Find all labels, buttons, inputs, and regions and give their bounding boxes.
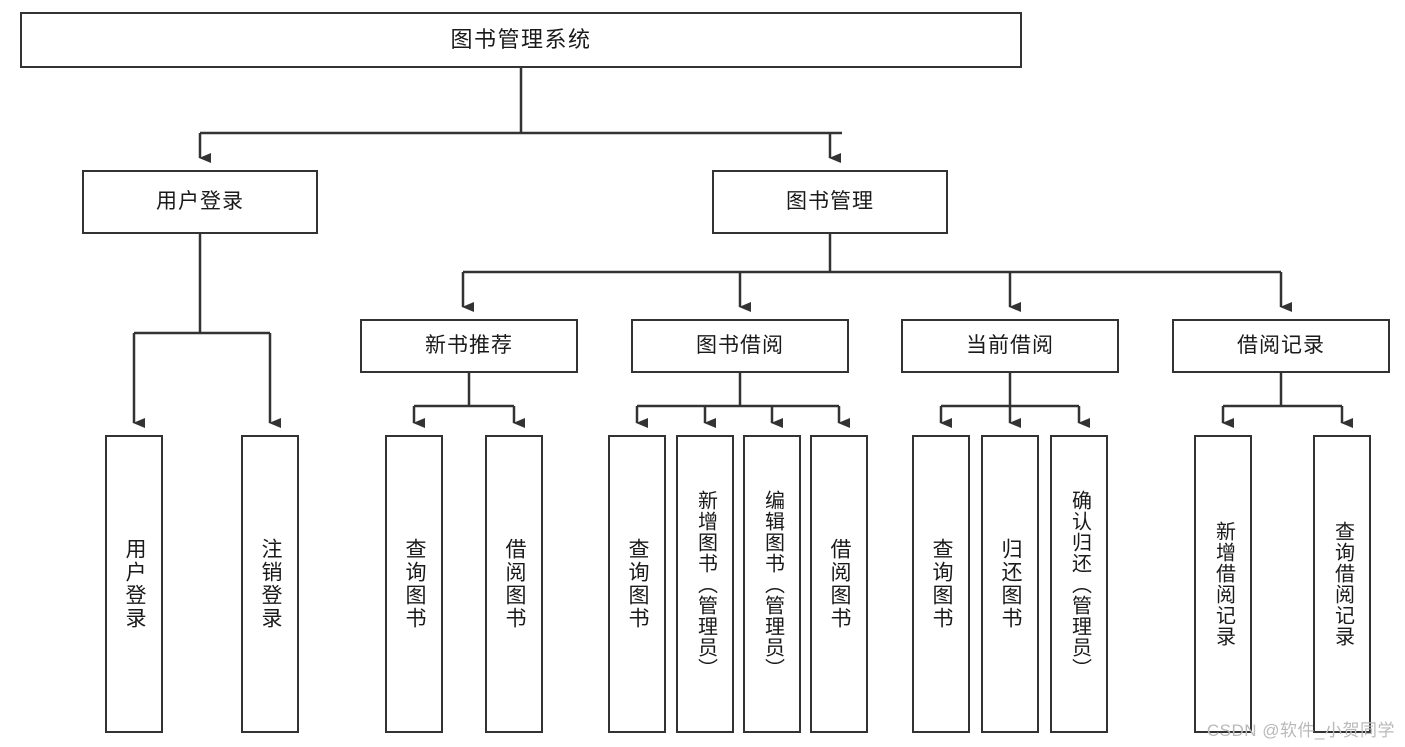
leaf-user-login[interactable]: 用户登录 [105,435,163,733]
csdn-watermark: CSDN @软件_小贺同学 [1206,721,1395,740]
leaf-add-book-admin[interactable]: 新增图书（管理员） [676,435,734,733]
node-borrow-record[interactable]: 借阅记录 [1172,319,1390,373]
node-book-borrow[interactable]: 图书借阅 [631,319,849,373]
leaf-query-book-recommend[interactable]: 查询图书 [385,435,443,733]
leaf-query-book-borrow[interactable]: 查询图书 [608,435,666,733]
leaf-logout-login[interactable]: 注销登录 [241,435,299,733]
leaf-borrow-book[interactable]: 借阅图书 [810,435,868,733]
node-root[interactable]: 图书管理系统 [20,12,1022,68]
leaf-borrow-book-recommend[interactable]: 借阅图书 [485,435,543,733]
leaf-query-book-current[interactable]: 查询图书 [912,435,970,733]
node-book-management[interactable]: 图书管理 [712,170,948,234]
leaf-confirm-return-admin[interactable]: 确认归还（管理员） [1050,435,1108,733]
leaf-query-borrow-record[interactable]: 查询借阅记录 [1313,435,1371,733]
leaf-edit-book-admin[interactable]: 编辑图书（管理员） [743,435,801,733]
node-current-borrow[interactable]: 当前借阅 [901,319,1119,373]
leaf-add-borrow-record[interactable]: 新增借阅记录 [1194,435,1252,733]
leaf-return-book[interactable]: 归还图书 [981,435,1039,733]
node-user-login[interactable]: 用户登录 [82,170,318,234]
node-new-book-recommend[interactable]: 新书推荐 [360,319,578,373]
